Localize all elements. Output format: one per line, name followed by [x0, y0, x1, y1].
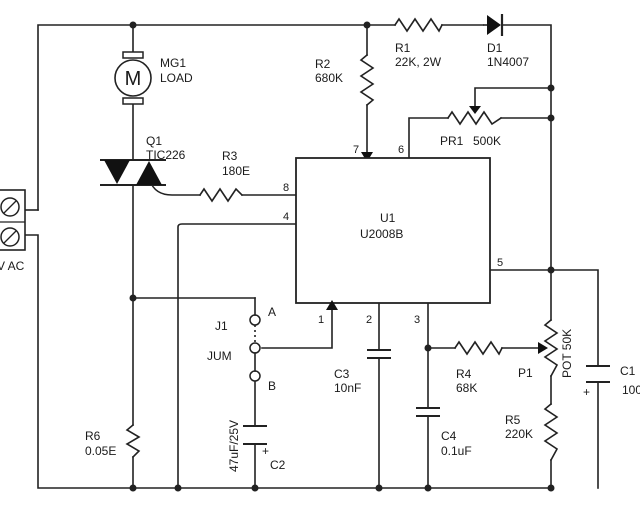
- motor-load: M: [114, 51, 152, 105]
- junction-dots: [129, 21, 555, 492]
- resistor-r2: [359, 53, 375, 107]
- r2-ref: R2: [315, 57, 331, 71]
- j1-ref: J1: [215, 319, 228, 333]
- diode-d1: [483, 14, 504, 36]
- r5-ref: R5: [505, 413, 521, 427]
- capacitor-c3: [367, 349, 391, 359]
- resistor-r3: [198, 187, 244, 203]
- p1-ref: P1: [518, 366, 533, 380]
- resistor-r5: [543, 402, 559, 462]
- pin1-arrowhead: [326, 300, 338, 310]
- q1-value: TIC226: [146, 148, 186, 162]
- capacitor-c4: [416, 407, 440, 417]
- pin-label-5: 5: [497, 257, 503, 269]
- pin-label-3: 3: [414, 314, 420, 326]
- r1-value: 22K, 2W: [395, 55, 442, 69]
- c2-plus: +: [262, 444, 269, 458]
- triac-q1: [100, 159, 166, 186]
- pin-label-4: 4: [283, 211, 289, 223]
- pin-label-1: 1: [318, 314, 324, 326]
- r2-arrowhead: [361, 152, 373, 162]
- q1-ref: Q1: [146, 134, 162, 148]
- resistor-r1: [393, 17, 444, 33]
- capacitor-c2: [243, 425, 267, 445]
- r6-ref: R6: [85, 429, 101, 443]
- r6-value: 0.05E: [85, 444, 116, 458]
- d1-value: 1N4007: [487, 55, 529, 69]
- c2-ref: C2: [270, 458, 286, 472]
- preset-pr1: [446, 110, 503, 126]
- d1-ref: D1: [487, 41, 503, 55]
- u1-value: U2008B: [360, 227, 403, 241]
- c1-ref: C1: [620, 364, 636, 378]
- r4-ref: R4: [456, 367, 472, 381]
- c2-value: 47uF/25V: [227, 420, 241, 472]
- p1-value: POT 50K: [560, 329, 574, 378]
- jumper-j1: [249, 297, 261, 382]
- pr1-value: 500K: [473, 134, 501, 148]
- j1-pin-b: B: [268, 379, 276, 393]
- r3-value: 180E: [222, 164, 250, 178]
- mg1-ref: MG1: [160, 56, 186, 70]
- c4-value: 0.1uF: [441, 444, 472, 458]
- pin-label-2: 2: [366, 314, 372, 326]
- ic-u1: [295, 157, 491, 304]
- p1-wiper-arrow: [538, 342, 548, 354]
- ac-terminal-block: [0, 189, 26, 251]
- pr1-wiper-arrow: [469, 106, 481, 114]
- j1-value: JUM: [207, 349, 232, 363]
- motor-symbol: M: [125, 68, 142, 90]
- ac-label: V AC: [0, 259, 25, 273]
- r4-value: 68K: [456, 381, 477, 395]
- r1-ref: R1: [395, 41, 411, 55]
- resistor-r4: [453, 340, 504, 356]
- pin-label-7: 7: [353, 144, 359, 156]
- c3-ref: C3: [334, 367, 350, 381]
- pin-label-8: 8: [283, 182, 289, 194]
- r3-ref: R3: [222, 149, 238, 163]
- u1-ref: U1: [380, 211, 396, 225]
- resistor-r6: [125, 423, 141, 459]
- r2-value: 680K: [315, 71, 343, 85]
- c4-ref: C4: [441, 429, 457, 443]
- capacitor-c1: [586, 365, 610, 383]
- c1-value: 100: [622, 383, 640, 397]
- pr1-ref: PR1: [440, 134, 464, 148]
- c1-plus: +: [583, 385, 590, 399]
- pin-label-6: 6: [398, 144, 404, 156]
- j1-pin-a: A: [268, 305, 276, 319]
- r5-value: 220K: [505, 427, 533, 441]
- pot-p1: [543, 318, 559, 378]
- c3-value: 10nF: [334, 381, 361, 395]
- mg1-value: LOAD: [160, 71, 193, 85]
